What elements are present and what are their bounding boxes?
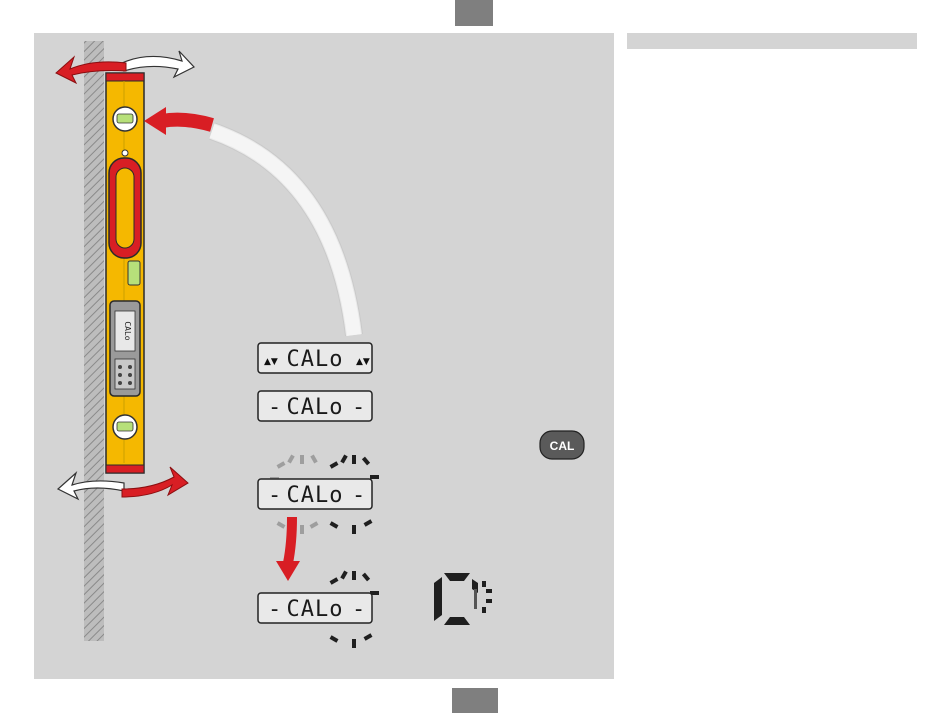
calibration-illustration: CALo ▲▼ CALo ▲▼ - CALo <box>34 33 614 679</box>
lcd-display-3: - CALo - <box>258 455 379 534</box>
spirit-level: CALo <box>106 73 144 473</box>
illustration-panel: CALo ▲▼ CALo ▲▼ - CALo <box>34 33 614 679</box>
page-top-tab <box>455 0 493 26</box>
display-1-left-arrows: ▲▼ <box>264 357 278 367</box>
down-arrow-icon <box>276 517 300 581</box>
display-3-right-dash: - <box>352 483 366 508</box>
display-4-right-dash: - <box>352 597 366 622</box>
cal-button[interactable]: CAL <box>540 431 584 459</box>
cal-button-label: CAL <box>550 439 575 453</box>
page-bottom-tab <box>452 688 498 713</box>
display-3-left-dash: - <box>268 483 282 508</box>
display-2-text: CALo <box>287 395 344 420</box>
side-vial-icon <box>128 261 140 285</box>
lcd-display-1: ▲▼ CALo ▲▼ <box>258 343 372 373</box>
section-header-bar <box>627 33 917 49</box>
display-2-left-dash: - <box>268 395 282 420</box>
lcd-display-2: - CALo - <box>258 391 372 421</box>
segment-digit-icon <box>434 573 492 625</box>
wall-hatch <box>84 41 104 641</box>
display-1-text: CALo <box>287 347 344 372</box>
display-4-left-dash: - <box>268 597 282 622</box>
curved-arrow <box>144 107 354 335</box>
display-2-right-dash: - <box>352 395 366 420</box>
display-1-right-arrows: ▲▼ <box>356 357 370 367</box>
arrow-head-icon <box>144 107 166 135</box>
display-4-text: CALo <box>287 597 344 622</box>
level-screen-text: CALo <box>123 321 132 340</box>
lcd-display-4: - CALo - <box>258 571 379 648</box>
display-3-text: CALo <box>287 483 344 508</box>
